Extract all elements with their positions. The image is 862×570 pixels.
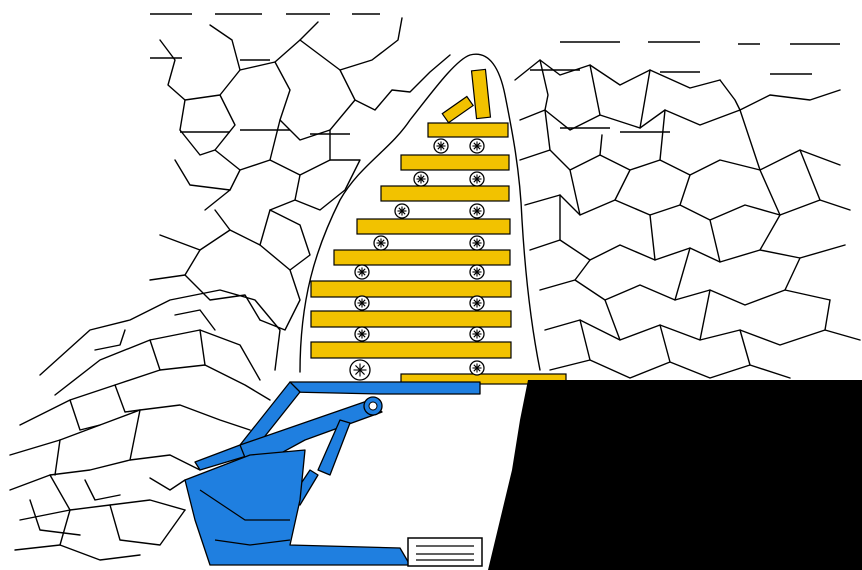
bolt-11	[355, 296, 369, 310]
bolt-7	[374, 236, 388, 250]
crib-bar-tilted-vertical	[472, 69, 491, 118]
bolt-16	[470, 361, 484, 375]
crib-bar-8	[311, 342, 511, 358]
bolt-5	[395, 204, 409, 218]
crib-bar-7	[311, 311, 511, 327]
bolt-9	[355, 265, 369, 279]
bolt-1	[434, 139, 448, 153]
bolt-6	[470, 204, 484, 218]
crib-bar-6	[311, 281, 511, 297]
bolt-13	[355, 327, 369, 341]
crib-bar-5	[334, 250, 510, 265]
bolt-3	[414, 172, 428, 186]
bolt-2	[470, 139, 484, 153]
bolt-14	[470, 327, 484, 341]
stage-loader-box	[408, 538, 482, 566]
bedding-plane-dashes	[150, 14, 840, 134]
bolt-10	[470, 265, 484, 279]
bolt-8	[470, 236, 484, 250]
bolt-12	[470, 296, 484, 310]
crib-bar-4	[357, 219, 510, 234]
bolt-15	[350, 360, 370, 380]
crib-bar-1	[428, 123, 508, 137]
coal-seam	[488, 380, 862, 570]
shield-base	[185, 450, 410, 565]
crib-bar-tilted-small	[442, 96, 473, 122]
bolt-4	[470, 172, 484, 186]
crib-bar-3	[381, 186, 509, 201]
crib-bar-2	[401, 155, 509, 170]
shield-canopy	[290, 382, 480, 394]
